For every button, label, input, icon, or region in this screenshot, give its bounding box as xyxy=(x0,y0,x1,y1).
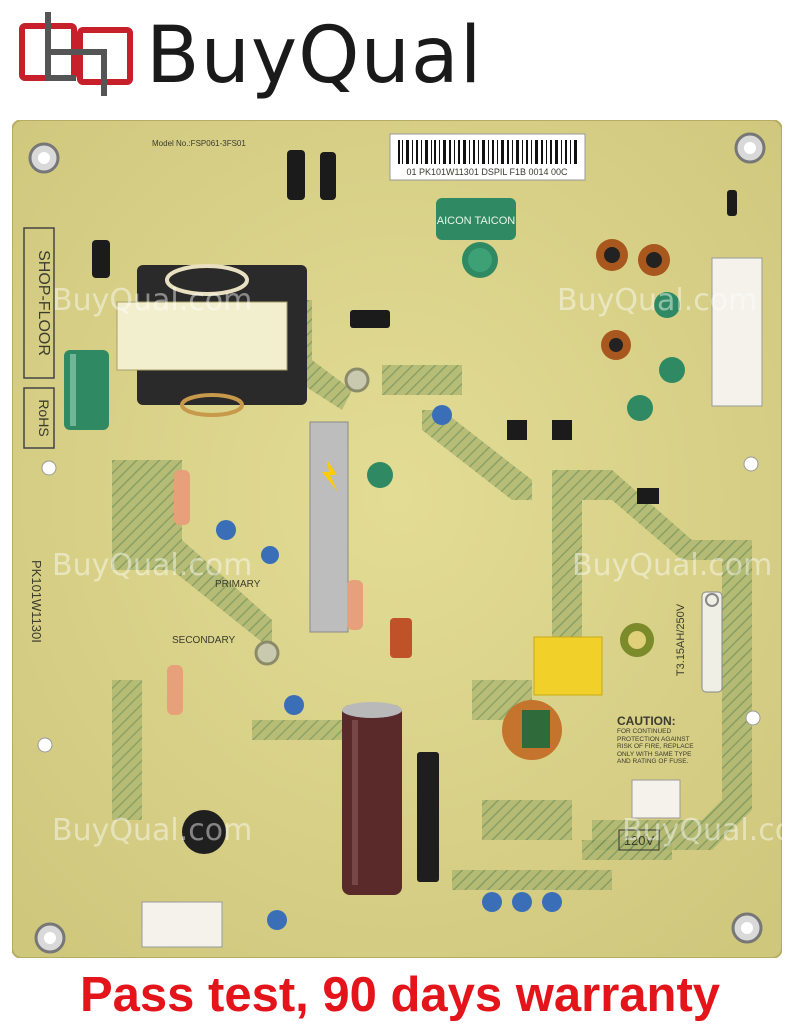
svg-text:BuyQual.com: BuyQual.com xyxy=(52,548,252,583)
output-capacitor xyxy=(182,810,226,854)
svg-text:BuyQual.com: BuyQual.com xyxy=(572,548,772,583)
capacitor-brand-text: AICON TAICON xyxy=(437,215,515,227)
caution-block: CAUTION: FOR CONTINUED PROTECTION AGAINS… xyxy=(617,714,694,765)
shop-floor-text: SHOP-FLOOR xyxy=(35,250,52,356)
resistors xyxy=(167,470,412,715)
svg-text:BuyQual.com: BuyQual.com xyxy=(622,813,782,848)
green-capacitors: AICON TAICON xyxy=(64,198,685,488)
svg-text:BuyQual.com: BuyQual.com xyxy=(557,283,757,318)
voltage-text: 120V xyxy=(624,833,655,848)
fuse: T3.15AH/250V xyxy=(675,591,723,693)
mounting-lugs xyxy=(28,132,766,954)
caution-title: CAUTION: xyxy=(617,714,676,728)
bulk-capacitor xyxy=(342,702,402,895)
voltage-box: 120V xyxy=(618,829,660,851)
rohs-text: RoHS xyxy=(36,399,52,436)
bridge-rectifier xyxy=(417,752,439,882)
inductors xyxy=(502,239,670,760)
barcode-text: 01 PK101W11301 DSPIL F1B 0014 00C xyxy=(406,167,568,177)
watermarks: BuyQual.com BuyQual.com BuyQual.com BuyQ… xyxy=(52,283,782,848)
part-number-text: PK101W1130I xyxy=(29,560,44,643)
diodes xyxy=(92,150,737,328)
barcode-label: 01 PK101W11301 DSPIL F1B 0014 00C xyxy=(389,133,586,181)
caution-text: FOR CONTINUED PROTECTION AGAINST RISK OF… xyxy=(617,728,694,765)
brand-name: BuyQual xyxy=(146,11,483,101)
optocouplers xyxy=(507,420,659,504)
header: BuyQual xyxy=(0,0,800,115)
rohs-stamp: RoHS xyxy=(23,387,55,449)
connectors xyxy=(141,257,763,948)
x-capacitor xyxy=(533,636,603,696)
main-transformer xyxy=(116,264,307,417)
warranty-banner: Pass test, 90 days warranty xyxy=(79,968,721,1022)
model-label: Model No.:FSP061-3FS01 xyxy=(152,139,246,148)
secondary-label: SECONDARY xyxy=(172,635,235,646)
fuse-label: T3.15AH/250V xyxy=(675,603,687,676)
heatsink xyxy=(309,421,349,633)
svg-text:BuyQual.com: BuyQual.com xyxy=(52,813,252,848)
ceramic-capacitors xyxy=(216,405,562,930)
power-supply-board-photo: 01 PK101W11301 DSPIL F1B 0014 00C Model … xyxy=(12,120,782,958)
buyqual-logo-icon xyxy=(19,12,133,96)
shop-floor-stamp: SHOP-FLOOR xyxy=(23,227,55,379)
primary-label: PRIMARY xyxy=(215,579,261,590)
svg-text:BuyQual.com: BuyQual.com xyxy=(52,283,252,318)
